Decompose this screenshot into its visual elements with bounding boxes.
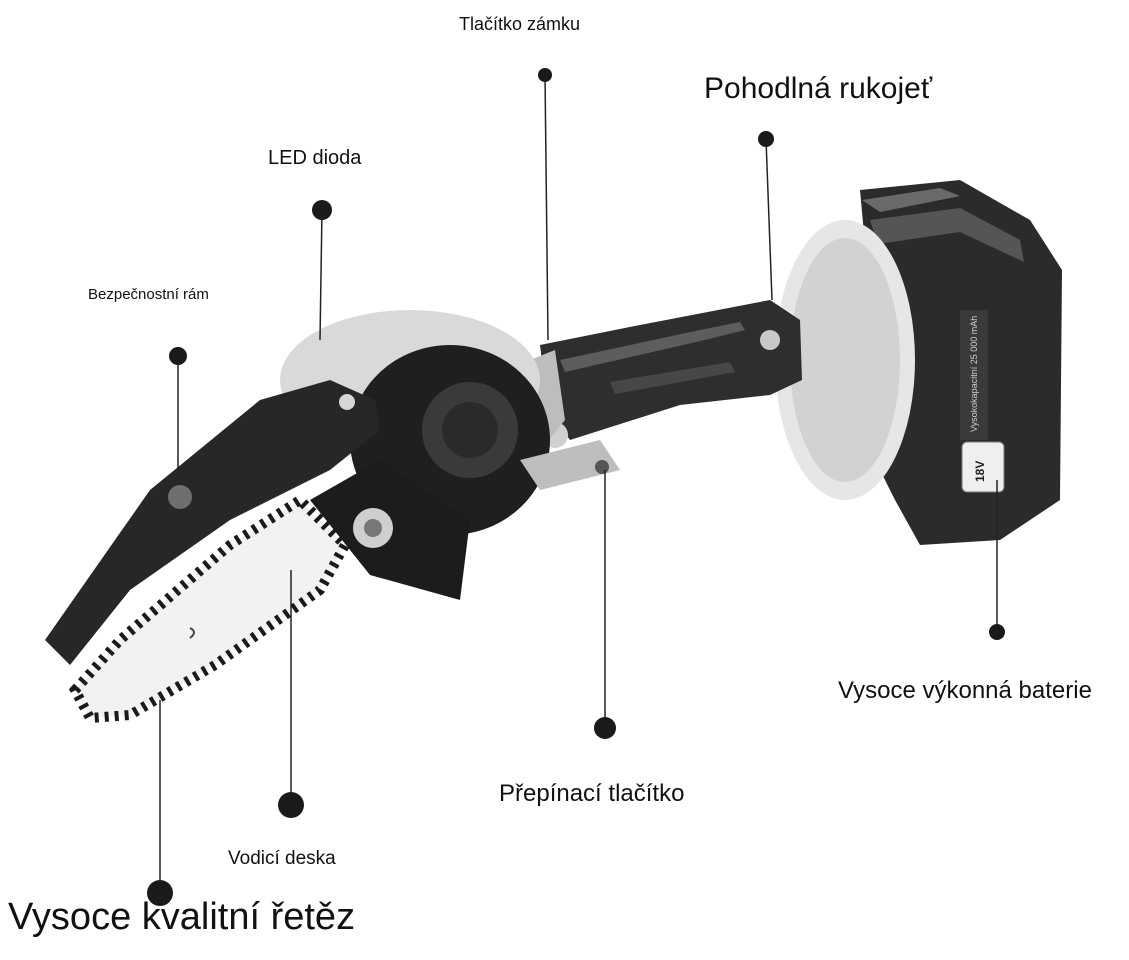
battery-capacity-print: Vysokokapacitní 25 000 mAh [969, 316, 979, 432]
marker-dot-switch [594, 717, 616, 739]
marker-dot-handle [758, 131, 774, 147]
label-lock-button: Tlačítko zámku [459, 14, 580, 35]
marker-dot-battery [989, 624, 1005, 640]
marker-dot-frame [169, 347, 187, 365]
marker-dot-led [312, 200, 332, 220]
label-guide-bar: Vodicí deska [228, 848, 336, 870]
label-handle: Pohodlná rukojeť [704, 72, 932, 106]
battery-voltage-print: 18V [973, 461, 987, 482]
battery-pack: Vysokokapacitní 25 000 mAh 18V [775, 180, 1062, 545]
label-switch: Přepínací tlačítko [499, 780, 684, 808]
marker-dot-guide [278, 792, 304, 818]
label-led: LED dioda [268, 147, 361, 170]
label-battery: Vysoce výkonná baterie [838, 677, 1092, 705]
label-safety-frame: Bezpečnostní rám [88, 286, 209, 303]
handle-body [530, 300, 802, 448]
label-chain: Vysoce kvalitní řetěz [8, 896, 355, 939]
marker-dot-lock [538, 68, 552, 82]
